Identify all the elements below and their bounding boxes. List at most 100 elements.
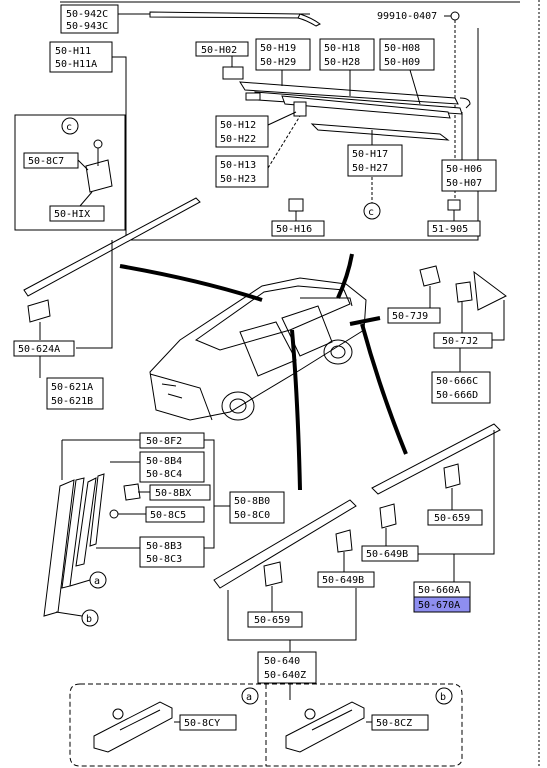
label-670a-highlighted[interactable]: 50-670A — [413, 596, 471, 613]
svg-text:50-8B3: 50-8B3 — [146, 541, 182, 552]
callout-b-left[interactable]: b — [81, 609, 99, 627]
label-624a[interactable]: 50-624A — [13, 340, 75, 357]
svg-text:c: c — [368, 207, 374, 218]
svg-text:99910-0407: 99910-0407 — [377, 11, 437, 22]
label-h11[interactable]: 50-H11 50-H11A — [49, 41, 113, 73]
label-666c[interactable]: 50-666C 50-666D — [431, 371, 491, 404]
svg-text:51-905: 51-905 — [432, 224, 468, 235]
clip-8cz — [285, 701, 365, 753]
bracket-7j2 — [492, 300, 505, 341]
label-8bx[interactable]: 50-8BX — [149, 484, 211, 501]
label-h18[interactable]: 50-H18 50-H28 — [319, 38, 375, 71]
callout-a-bottom[interactable]: a — [241, 687, 259, 705]
svg-text:50-943C: 50-943C — [66, 21, 108, 32]
label-h02[interactable]: 50-H02 — [195, 41, 249, 57]
leader-a — [69, 579, 91, 587]
clip-8bx — [123, 483, 141, 501]
leader-h13 — [267, 115, 301, 169]
label-8b3[interactable]: 50-8B3 50-8C3 — [139, 536, 205, 568]
label-7j9[interactable]: 50-7J9 — [387, 307, 441, 324]
rear-door-belt-moulding — [371, 423, 501, 495]
svg-text:50-8C7: 50-8C7 — [28, 156, 64, 167]
svg-text:50-H22: 50-H22 — [220, 134, 256, 145]
label-99910-0407[interactable]: 99910-0407 — [377, 11, 437, 22]
svg-text:50-H16: 50-H16 — [276, 224, 312, 235]
label-h13[interactable]: 50-H13 50-H23 — [215, 155, 269, 188]
callout-c-top[interactable]: c — [363, 202, 381, 220]
label-8b0[interactable]: 50-8B0 50-8C0 — [229, 491, 285, 524]
spoiler-strip-bottom — [310, 123, 450, 141]
bottom-detail-frame — [69, 683, 463, 767]
label-640[interactable]: 50-640 50-640Z — [257, 651, 317, 684]
svg-text:50-649B: 50-649B — [322, 575, 364, 586]
label-h08[interactable]: 50-H08 50-H09 — [379, 38, 435, 71]
svg-text:50-8C4: 50-8C4 — [146, 469, 182, 480]
svg-text:50-660A: 50-660A — [418, 585, 460, 596]
label-7j2[interactable]: 50-7J2 — [433, 332, 493, 349]
svg-text:b: b — [86, 614, 92, 625]
spoiler-strip-inner — [281, 95, 451, 119]
label-649b-right[interactable]: 50-649B — [361, 545, 419, 562]
svg-text:50-H09: 50-H09 — [384, 57, 420, 68]
clip-649b-left — [335, 529, 353, 553]
clip-659-right — [443, 463, 461, 489]
label-h06[interactable]: 50-H06 50-H07 — [441, 159, 497, 192]
label-8cy[interactable]: 50-8CY — [179, 714, 237, 731]
leader-8c7 — [77, 159, 89, 171]
pillar-strip-inner — [75, 477, 97, 567]
svg-text:50-8B0: 50-8B0 — [234, 496, 270, 507]
svg-text:50-659: 50-659 — [254, 615, 290, 626]
callout-c-left[interactable]: c — [61, 117, 79, 135]
svg-text:50-H06: 50-H06 — [446, 164, 482, 175]
label-649b-left[interactable]: 50-649B — [317, 571, 375, 588]
bracket-660-inner — [418, 553, 455, 582]
svg-text:50-H11: 50-H11 — [55, 46, 91, 57]
clip-h16 — [288, 198, 304, 212]
clip-hix — [85, 159, 113, 193]
pointer-roof — [336, 253, 354, 299]
pillar-strip-clip — [89, 473, 105, 547]
label-659-right[interactable]: 50-659 — [427, 509, 483, 526]
clip-7j9 — [419, 265, 441, 287]
svg-text:50-8C0: 50-8C0 — [234, 510, 270, 521]
clip-8cy — [93, 701, 173, 753]
bracket-640 — [227, 588, 357, 641]
svg-text:50-H02: 50-H02 — [201, 45, 237, 56]
label-621a[interactable]: 50-621A 50-621B — [46, 377, 104, 410]
svg-text:50-H23: 50-H23 — [220, 174, 256, 185]
label-h12[interactable]: 50-H12 50-H22 — [215, 115, 269, 148]
clip-905 — [447, 199, 461, 211]
front-door-belt-moulding — [213, 499, 357, 589]
callout-b-bottom[interactable]: b — [435, 687, 453, 705]
label-h16[interactable]: 50-H16 — [271, 220, 325, 237]
svg-text:50-666C: 50-666C — [436, 376, 478, 387]
label-660a[interactable]: 50-660A — [413, 581, 471, 598]
svg-text:50-640: 50-640 — [264, 656, 300, 667]
label-942c[interactable]: 50-942C 50-943C — [60, 4, 119, 34]
label-8c5[interactable]: 50-8C5 — [145, 506, 205, 523]
clip-624a — [27, 299, 51, 323]
label-8c7[interactable]: 50-8C7 — [23, 152, 79, 169]
svg-text:c: c — [66, 122, 72, 133]
label-659-left[interactable]: 50-659 — [247, 611, 303, 628]
screw-8cz-icon — [304, 708, 316, 720]
label-8f2[interactable]: 50-8F2 — [139, 432, 205, 449]
label-8cz[interactable]: 50-8CZ — [371, 714, 429, 731]
svg-text:50-H13: 50-H13 — [220, 160, 256, 171]
label-905[interactable]: 51-905 — [427, 220, 481, 237]
callout-a-left[interactable]: a — [89, 571, 107, 589]
svg-text:50-H19: 50-H19 — [260, 43, 296, 54]
label-h17[interactable]: 50-H17 50-H27 — [347, 144, 403, 177]
svg-text:50-659: 50-659 — [434, 513, 470, 524]
pointer-window — [349, 316, 381, 326]
svg-text:50-8C5: 50-8C5 — [150, 510, 186, 521]
label-8b4[interactable]: 50-8B4 50-8C4 — [139, 451, 205, 483]
svg-text:50-640Z: 50-640Z — [264, 670, 306, 681]
leader-hix — [79, 191, 93, 207]
label-hix[interactable]: 50-HIX — [49, 205, 105, 222]
label-h19[interactable]: 50-H19 50-H29 — [255, 38, 311, 71]
svg-text:50-666D: 50-666D — [436, 390, 478, 401]
leader-h12 — [267, 111, 297, 126]
svg-text:50-7J2: 50-7J2 — [442, 336, 478, 347]
